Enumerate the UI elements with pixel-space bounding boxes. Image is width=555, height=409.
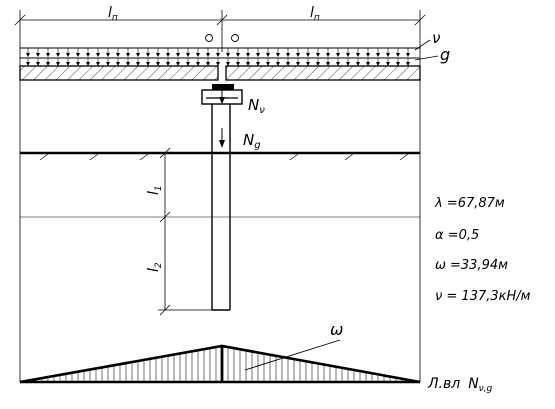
- live-load-label: ν: [432, 29, 440, 47]
- depth-dimensions: [158, 147, 212, 316]
- hinge-right: [231, 34, 239, 42]
- distributed-dead-load: [20, 57, 420, 66]
- distributed-live-load: [20, 47, 420, 57]
- ground-line: [20, 151, 420, 161]
- result-alpha: α =0,5: [435, 228, 479, 243]
- force-arrow-dead: [219, 128, 225, 148]
- hinge-left: [205, 34, 213, 42]
- influence-area-leader: [244, 339, 341, 371]
- span-right-label: lп: [310, 5, 320, 23]
- force-dead-label: Ng: [243, 131, 261, 151]
- force-arrow-live: [219, 88, 225, 104]
- depth-upper-label: l1: [146, 185, 164, 195]
- influence-area-label: ω: [330, 320, 343, 339]
- results-list: λ =67,87м α =0,5 ω =33,94м ν = 137,3кН/м: [434, 196, 531, 304]
- influence-line: [19, 344, 421, 384]
- slab: [19, 65, 421, 81]
- result-nu: ν = 137,3кН/м: [435, 289, 531, 304]
- pier: [211, 104, 231, 311]
- dead-load-label: g: [440, 45, 450, 64]
- depth-lower-label: l2: [146, 262, 164, 272]
- span-left-label: lп: [108, 5, 118, 23]
- force-live-label: Nν: [248, 96, 265, 116]
- result-lambda: λ =67,87м: [434, 196, 505, 211]
- result-omega: ω =33,94м: [435, 258, 508, 273]
